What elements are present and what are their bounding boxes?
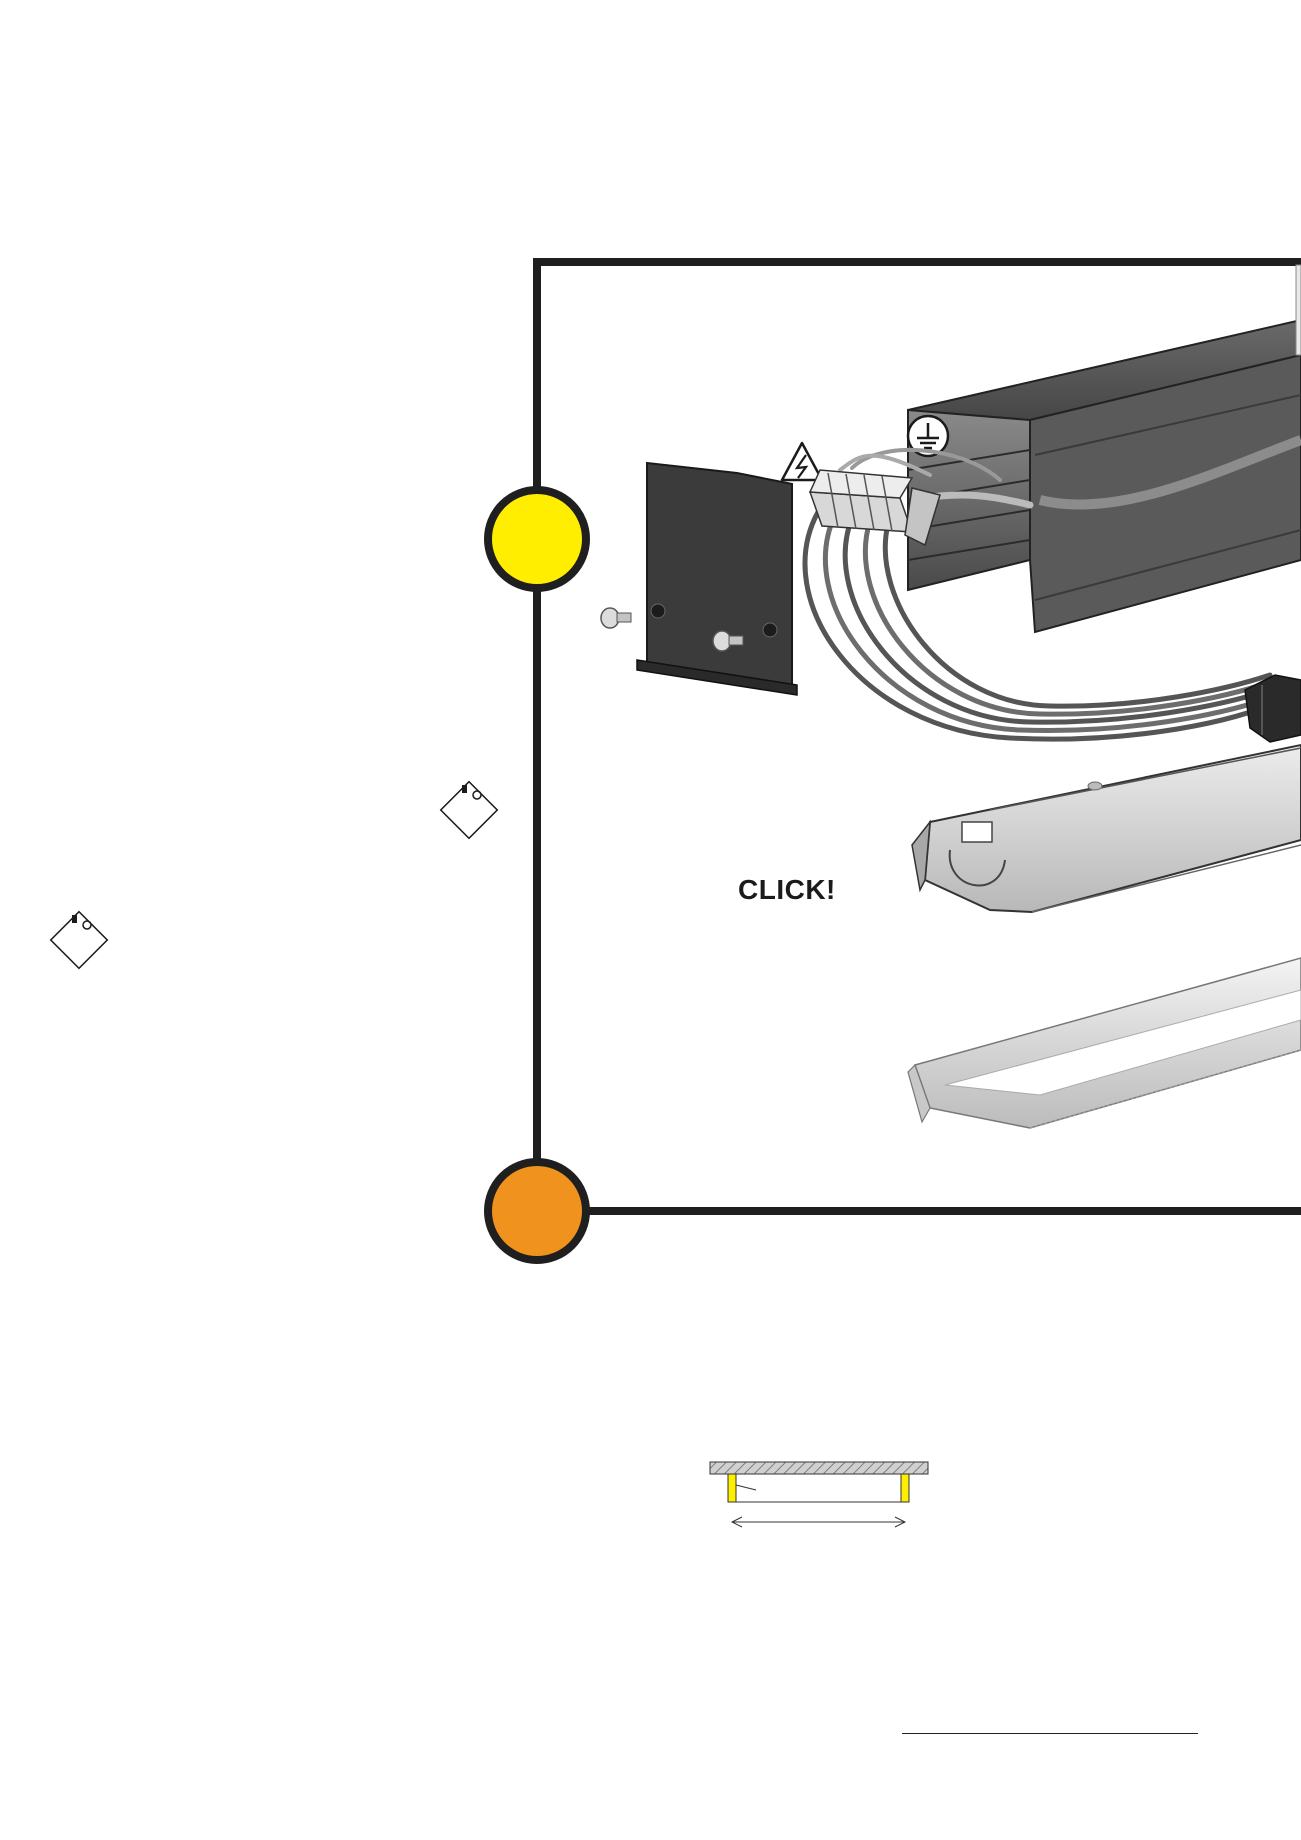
footer-rule [902,1733,1198,1734]
end-cap-plate [636,461,798,696]
yellow-step-marker [484,486,590,592]
orange-step-marker [484,1158,590,1264]
diffuser-cover [907,957,1301,1129]
electric-hazard-warning-icon [780,441,824,482]
wire-connector [1244,674,1301,743]
screw-tool-diamond-icon [439,780,499,840]
led-gear-tray [911,743,1301,914]
screw-tool-diamond-icon [49,910,109,970]
aluminium-profile-housing [907,264,1301,634]
protective-earth-ground-icon [906,414,950,458]
connection-wires [802,447,1273,742]
step-frame [533,258,1301,1215]
mounting-detail-diagram [709,1461,929,1528]
click-annotation: CLICK! [738,874,836,905]
mounting-screw [600,607,744,652]
terminal-block [808,469,941,547]
